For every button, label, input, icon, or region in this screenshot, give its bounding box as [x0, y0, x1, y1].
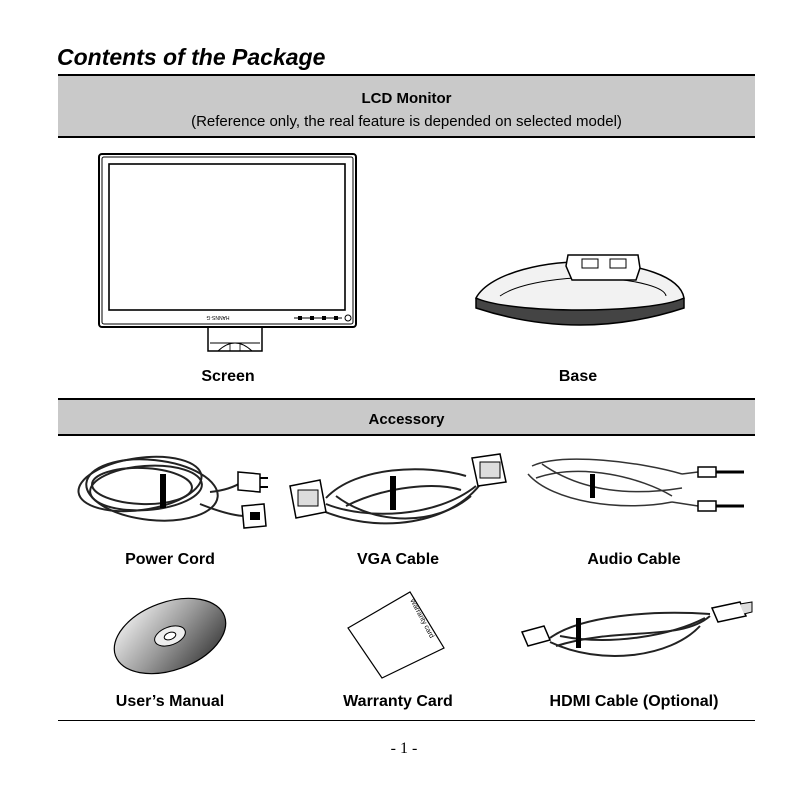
users-manual-label: User’s Manual: [115, 693, 225, 710]
screen-label: Screen: [201, 368, 255, 385]
page-title: Contents of the Package: [57, 44, 326, 70]
accessory-title: Accessory: [368, 411, 445, 428]
page-number: - 1 -: [390, 740, 418, 757]
warranty-card-icon: Warranty card: [347, 591, 445, 679]
hdmi-cable-icon: [520, 601, 753, 657]
monitor-brand-label: HANNS·G: [206, 314, 229, 320]
power-cord-icon: [77, 455, 268, 529]
monitor-screen-icon: HANNS·G: [98, 153, 357, 352]
warranty-card-label: Warranty Card: [343, 693, 453, 710]
hdmi-cable-label: HDMI Cable (Optional): [549, 693, 719, 710]
cd-disc-icon: [113, 597, 227, 675]
vga-cable-icon: [289, 453, 507, 525]
vga-cable-label: VGA Cable: [356, 551, 440, 568]
audio-cable-icon: [527, 458, 744, 512]
power-cord-label: Power Cord: [125, 551, 215, 568]
audio-cable-label: Audio Cable: [587, 551, 681, 568]
lcd-monitor-header: LCD Monitor (Reference only, the real fe…: [58, 74, 755, 138]
accessory-header: Accessory: [58, 398, 755, 436]
base-label: Base: [558, 368, 598, 385]
lcd-monitor-subtitle: (Reference only, the real feature is dep…: [191, 113, 622, 130]
monitor-base-icon: [474, 254, 685, 326]
lcd-monitor-title: LCD Monitor: [361, 90, 452, 107]
footer-divider: [58, 720, 755, 721]
